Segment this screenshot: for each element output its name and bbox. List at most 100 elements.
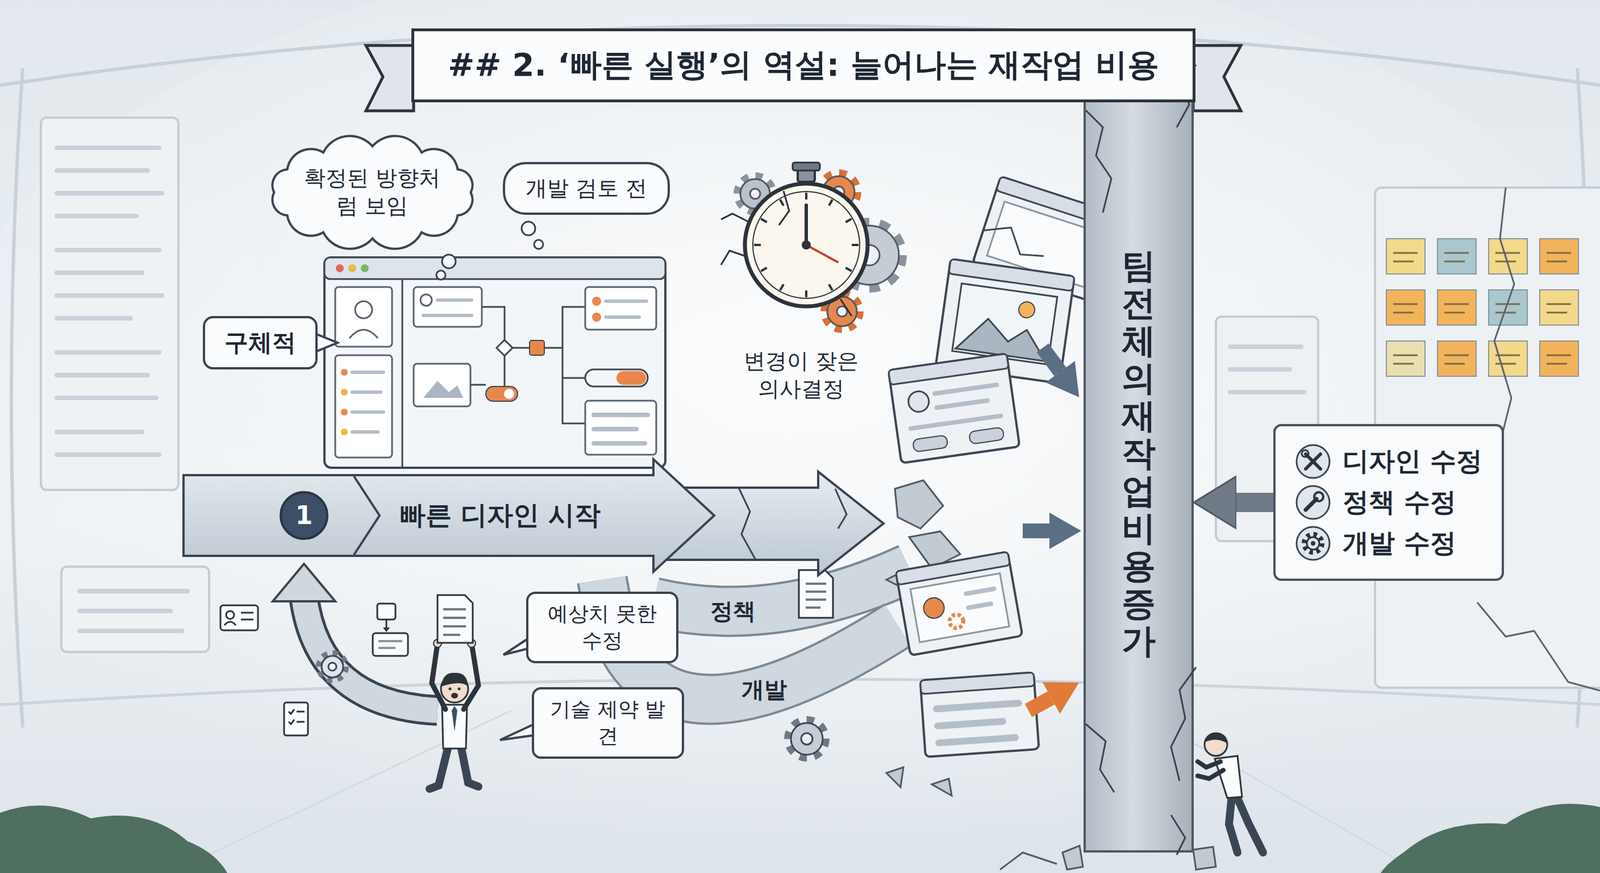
pushing-person-part bbox=[1197, 761, 1224, 779]
screen-mockup-part bbox=[593, 414, 648, 444]
stopwatch-part bbox=[792, 162, 820, 171]
screen-mockup-part bbox=[605, 301, 647, 318]
screen-mockup-part bbox=[401, 278, 404, 468]
return-arrow-part bbox=[318, 652, 347, 681]
broken-screen-part bbox=[922, 596, 947, 620]
broken-screen bbox=[920, 672, 1040, 757]
diagram-icon-part bbox=[372, 632, 408, 656]
cloud-shape bbox=[257, 130, 487, 255]
gear-icon-part bbox=[801, 732, 813, 745]
screen-mockup-part bbox=[413, 363, 471, 407]
stopwatch-part bbox=[806, 244, 838, 262]
screen-mockup-part bbox=[340, 388, 348, 396]
gear-icon-part bbox=[787, 719, 827, 758]
diagram-icon-part bbox=[382, 627, 390, 632]
stopwatch-part bbox=[753, 192, 859, 298]
gear-symbol bbox=[1303, 534, 1323, 553]
wall-panel bbox=[40, 117, 1600, 688]
pillar-crack bbox=[1171, 667, 1197, 781]
screen-mockup-part bbox=[529, 340, 545, 356]
wrench-symbol bbox=[1314, 492, 1324, 502]
rubble-part bbox=[894, 480, 944, 529]
step-number: 1 bbox=[279, 490, 329, 540]
arrow-band-outline bbox=[183, 459, 715, 572]
node-text: 기술 제약 발견 bbox=[548, 696, 668, 750]
node-text: 1 bbox=[295, 502, 314, 528]
arrow-band-divider bbox=[353, 476, 380, 555]
icon-ground bbox=[1296, 444, 1330, 478]
broken-screen-part bbox=[920, 672, 1035, 694]
annotation-label: 변경이 잦은 의사결정 bbox=[736, 347, 866, 404]
flow-arrow bbox=[1236, 492, 1274, 512]
thought-dots-part bbox=[534, 239, 544, 249]
node-text: 팀 전체의 재작업비용증가 bbox=[1121, 246, 1156, 660]
flow-band-part bbox=[653, 568, 910, 612]
thought-dots-part bbox=[521, 221, 536, 236]
screen-mockup bbox=[324, 257, 666, 468]
node-text: 구체적 bbox=[224, 327, 297, 359]
node-text: 개발 검토 전 bbox=[525, 174, 648, 203]
cloud-outline bbox=[272, 135, 473, 249]
screen-mockup-part bbox=[340, 408, 348, 416]
title-banner: ## 2. ‘빠른 실행’의 역설: 늘어나는 재작업 비용 bbox=[411, 28, 1196, 103]
screen-mockup-part bbox=[335, 286, 393, 347]
id-card-icon-part bbox=[224, 612, 254, 625]
ribbon-tail bbox=[365, 45, 414, 111]
screen-mockup-part bbox=[324, 257, 666, 468]
icon-wrench bbox=[1296, 485, 1330, 519]
sticky-notes bbox=[1386, 238, 1579, 377]
broken-screen bbox=[888, 353, 1020, 464]
worried-person-part bbox=[429, 748, 479, 789]
tools-symbol bbox=[1301, 450, 1309, 457]
worried-person-part bbox=[448, 687, 452, 691]
broken-screen-part bbox=[906, 384, 1002, 429]
title-text: ## 2. ‘빠른 실행’의 역설: 늘어나는 재작업 비용 bbox=[447, 43, 1160, 87]
broken-screen-part bbox=[948, 613, 965, 629]
node-text: 빠른 디자인 시작 bbox=[399, 498, 601, 533]
worried-person-part bbox=[457, 687, 461, 691]
diagram-icon bbox=[372, 603, 408, 656]
broken-screen-part bbox=[968, 426, 1004, 444]
broken-screen-part bbox=[1017, 300, 1036, 319]
gear-icon bbox=[787, 719, 827, 758]
diagram-icon-part bbox=[377, 603, 396, 620]
policy-document-icon-part bbox=[798, 569, 833, 618]
screen-mockup-part bbox=[423, 380, 464, 398]
stopwatch-part bbox=[750, 188, 761, 199]
node-text: 정책 수정 bbox=[1342, 485, 1457, 520]
pillar-crack bbox=[1171, 814, 1186, 855]
node-text: 예상치 못한 수정 bbox=[543, 600, 662, 654]
rubble-part bbox=[886, 767, 904, 787]
room-background-part bbox=[170, 710, 1421, 873]
screen-mockup-part bbox=[335, 264, 344, 273]
worried-person-part bbox=[451, 692, 458, 699]
diagram-icon-part bbox=[385, 619, 388, 629]
screen-mockup-part bbox=[352, 372, 384, 432]
panel-row: 디자인 수정 bbox=[1294, 443, 1483, 480]
checklist-icon-part bbox=[288, 709, 305, 724]
id-card-icon-part bbox=[226, 610, 235, 619]
broken-screen-part bbox=[936, 702, 1022, 743]
rubble-part bbox=[1000, 852, 1057, 870]
rework-panel: 디자인 수정정책 수정개발 수정 bbox=[1273, 423, 1504, 581]
worried-person-part bbox=[440, 672, 469, 687]
broken-screen-part bbox=[979, 219, 1049, 262]
return-arrow-part bbox=[272, 563, 336, 602]
callout-box: 예상치 못한 수정 bbox=[526, 591, 679, 664]
worried-person-part bbox=[443, 609, 466, 635]
band-label: 정책 bbox=[704, 594, 762, 627]
return-arrow bbox=[272, 563, 438, 711]
icon-gear bbox=[1296, 526, 1330, 560]
room-background-part bbox=[11, 68, 23, 728]
sticky-notes-part bbox=[1539, 238, 1579, 274]
worried-person-part bbox=[451, 705, 458, 732]
sticky-notes-part bbox=[1488, 340, 1528, 377]
wall-crack-part bbox=[1494, 187, 1515, 444]
wall-panel-part bbox=[79, 590, 188, 631]
gear-symbol bbox=[1306, 536, 1320, 550]
icon-ground bbox=[1296, 526, 1330, 560]
floor-plants bbox=[0, 803, 1600, 873]
